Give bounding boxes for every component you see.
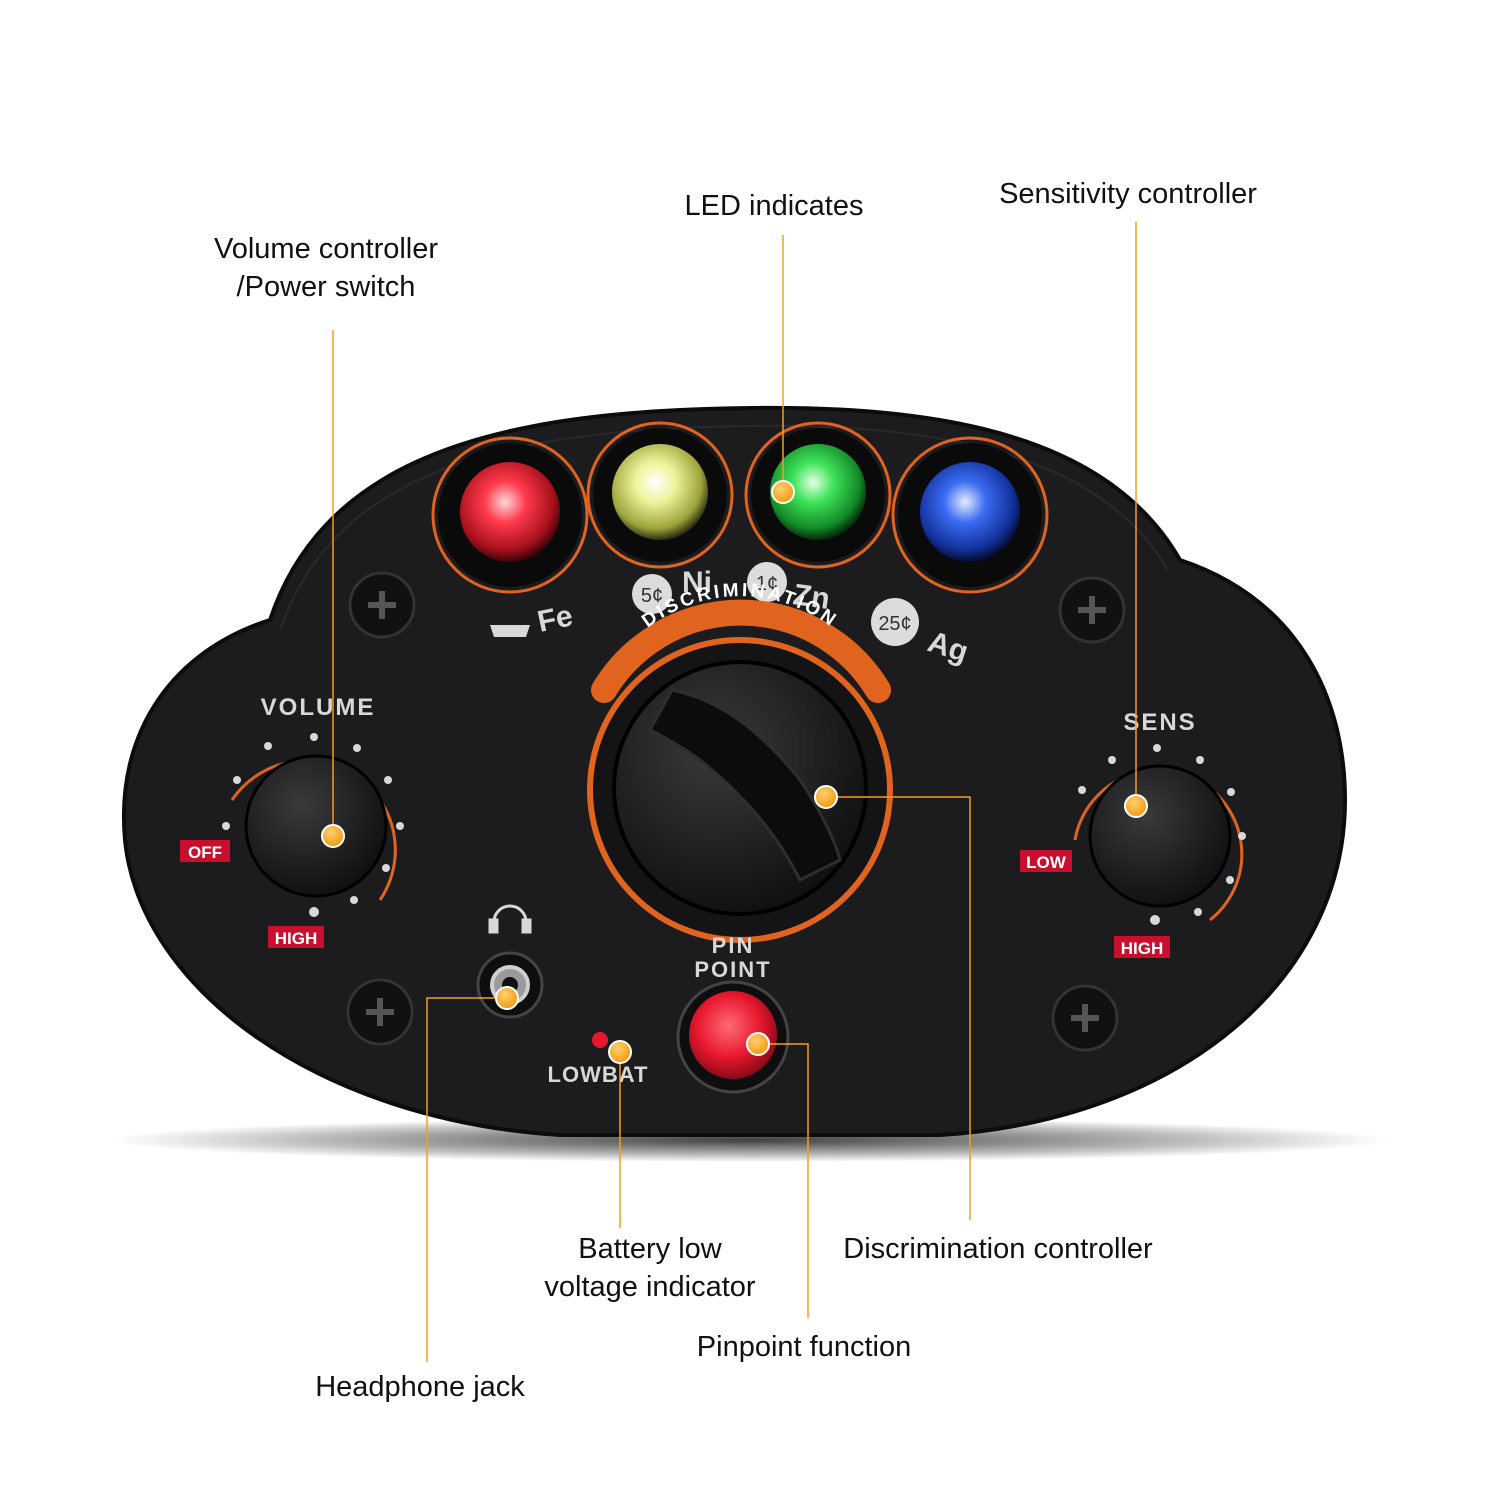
coin-ag-icon bbox=[871, 598, 919, 646]
volume-knob[interactable] bbox=[244, 754, 388, 898]
headphone-icon bbox=[488, 904, 532, 934]
volume-high-tag bbox=[268, 926, 324, 948]
callout-battery: Battery low voltage indicator bbox=[520, 1230, 780, 1306]
coin-zn-icon bbox=[747, 562, 787, 602]
screw-icon bbox=[1058, 576, 1126, 644]
sens-scale-ticks bbox=[1078, 744, 1246, 925]
screw-icon bbox=[1051, 984, 1119, 1052]
line-headphone bbox=[426, 997, 507, 1362]
dot-pinpoint bbox=[746, 1032, 770, 1056]
dot-headphone bbox=[495, 986, 519, 1010]
coin-ni: 5¢ bbox=[641, 585, 663, 607]
dot-discrimination bbox=[814, 785, 838, 809]
sens-low-label: LOW bbox=[1026, 853, 1067, 872]
panel-shadow bbox=[110, 1118, 1390, 1162]
callout-battery-line2: voltage indicator bbox=[544, 1271, 756, 1303]
screw-icon bbox=[348, 571, 416, 639]
led-strip bbox=[431, 421, 1049, 594]
pinpoint-button[interactable] bbox=[689, 991, 777, 1079]
led-yellow bbox=[612, 444, 708, 540]
lowbat-label: LOWBAT bbox=[548, 1062, 649, 1087]
volume-off-tag bbox=[180, 840, 230, 862]
callout-dots bbox=[321, 480, 1148, 1064]
coin-ag: 25¢ bbox=[878, 613, 911, 635]
lowbat-led bbox=[592, 1032, 608, 1048]
sens-low-tag bbox=[1020, 850, 1072, 872]
callout-volume-line2: /Power switch bbox=[236, 271, 416, 303]
volume-off-label: OFF bbox=[188, 843, 222, 862]
volume-label: VOLUME bbox=[261, 694, 376, 721]
line-discrimination bbox=[826, 796, 971, 1220]
discrimination-band bbox=[591, 599, 891, 703]
callout-volume-line1: Volume controller bbox=[213, 233, 439, 265]
callout-lines bbox=[332, 222, 1137, 1362]
led-red bbox=[460, 462, 560, 562]
coin-zn: 1¢ bbox=[756, 573, 778, 595]
callout-led: LED indicates bbox=[684, 190, 864, 222]
callout-pinpoint: Pinpoint function bbox=[696, 1331, 912, 1363]
dot-battery bbox=[608, 1040, 632, 1064]
sens-high-tag bbox=[1114, 936, 1170, 958]
screws bbox=[346, 571, 1126, 1052]
callout-battery-line1: Battery low bbox=[578, 1233, 722, 1265]
volume-scale-ticks bbox=[222, 733, 404, 917]
sens-label: SENS bbox=[1123, 709, 1196, 736]
led-green bbox=[770, 444, 866, 540]
callout-headphone: Headphone jack bbox=[315, 1371, 525, 1403]
sens-knob[interactable] bbox=[1088, 764, 1232, 908]
callout-sensitivity: Sensitivity controller bbox=[999, 178, 1257, 210]
sens-high-label: HIGH bbox=[1121, 939, 1164, 958]
bottlecap-icon bbox=[490, 625, 530, 637]
line-pinpoint bbox=[758, 1043, 809, 1318]
coin-ni-icon bbox=[632, 574, 672, 614]
dot-volume bbox=[321, 824, 345, 848]
label-fe: Fe bbox=[535, 599, 576, 639]
dot-sensitivity bbox=[1124, 794, 1148, 818]
dot-led bbox=[771, 480, 795, 504]
label-ni: Ni bbox=[682, 566, 712, 599]
discrimination-knob-grip bbox=[647, 688, 842, 883]
callout-discrimination: Discrimination controller bbox=[843, 1233, 1153, 1265]
screw-icon bbox=[346, 978, 414, 1046]
led-blue bbox=[920, 462, 1020, 562]
callout-volume: Volume controller /Power switch bbox=[196, 230, 456, 306]
panel-bevel bbox=[279, 424, 1169, 631]
volume-high-label: HIGH bbox=[275, 929, 318, 948]
pinpoint-label-line1: PIN bbox=[712, 933, 755, 958]
pinpoint-label-line2: POINT bbox=[694, 957, 771, 982]
